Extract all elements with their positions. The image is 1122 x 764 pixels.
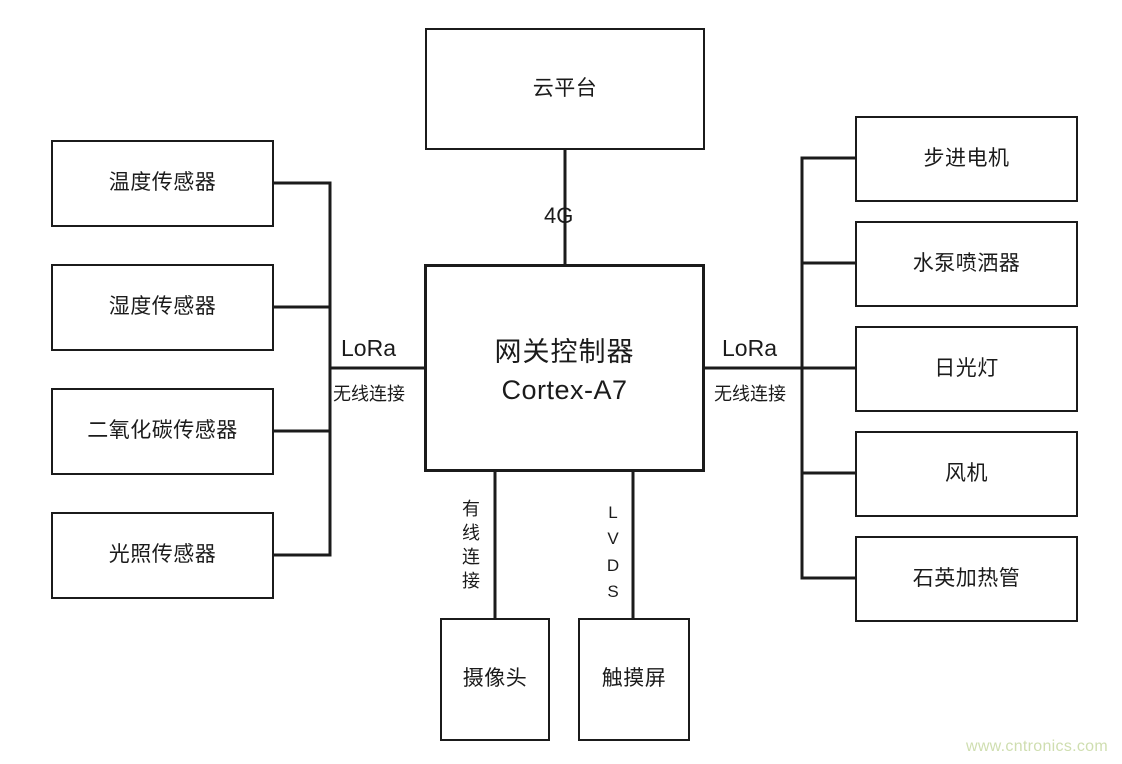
- link-label-sensor-wireless: 无线连接: [333, 384, 405, 404]
- link-label-camera-char-1: 有: [462, 499, 480, 519]
- node-touchscreen[interactable]: 触摸屏: [578, 618, 690, 741]
- link-label-sensor-lora: LoRa: [341, 335, 396, 361]
- site-watermark: www.cntronics.com: [965, 738, 1108, 755]
- node-quartz-heating-tube[interactable]: 石英加热管: [855, 536, 1078, 622]
- node-touchscreen-label: 触摸屏: [601, 667, 667, 691]
- link-label-camera-char-4: 接: [462, 570, 480, 591]
- node-light-sensor-label: 光照传感器: [108, 543, 217, 567]
- link-label-camera-char-3: 连: [462, 546, 480, 567]
- link-label-actuator-wireless: 无线连接: [714, 384, 786, 404]
- node-humidity-sensor[interactable]: 湿度传感器: [51, 264, 274, 351]
- node-camera[interactable]: 摄像头: [440, 618, 550, 741]
- node-gateway-controller[interactable]: 网关控制器 Cortex-A7: [424, 264, 705, 472]
- node-daylight-lamp-label: 日光灯: [934, 356, 999, 380]
- link-label-camera-char-2: 线: [462, 522, 480, 543]
- node-fan[interactable]: 风机: [855, 431, 1078, 517]
- node-camera-label: 摄像头: [462, 667, 528, 691]
- node-stepper-motor-label: 步进电机: [923, 146, 1010, 170]
- node-daylight-lamp[interactable]: 日光灯: [855, 326, 1078, 412]
- node-temperature-sensor-label: 温度传感器: [108, 171, 217, 195]
- node-light-sensor[interactable]: 光照传感器: [51, 512, 274, 599]
- link-label-screen-char-1: L: [608, 503, 618, 522]
- link-label-screen-lvds: L V D S: [600, 500, 626, 605]
- node-co2-sensor-label: 二氧化碳传感器: [87, 419, 238, 443]
- link-label-camera-wired: 有 线 连 接: [458, 498, 484, 594]
- node-cloud-platform[interactable]: 云平台: [425, 28, 705, 150]
- node-water-pump-sprinkler-label: 水泵喷洒器: [912, 251, 1021, 275]
- node-gateway-controller-title: 网关控制器: [494, 337, 635, 367]
- link-label-screen-char-2: V: [607, 529, 619, 549]
- link-label-screen-char-3: D: [606, 555, 620, 575]
- node-stepper-motor[interactable]: 步进电机: [855, 116, 1078, 202]
- node-water-pump-sprinkler[interactable]: 水泵喷洒器: [855, 221, 1078, 307]
- link-label-4g: 4G: [544, 203, 574, 228]
- node-cloud-platform-label: 云平台: [532, 76, 598, 100]
- node-quartz-heating-tube-label: 石英加热管: [912, 566, 1021, 590]
- node-temperature-sensor[interactable]: 温度传感器: [51, 140, 274, 227]
- node-co2-sensor[interactable]: 二氧化碳传感器: [51, 388, 274, 475]
- node-fan-label: 风机: [945, 461, 988, 485]
- link-label-screen-char-4: S: [607, 582, 619, 602]
- node-humidity-sensor-label: 湿度传感器: [108, 295, 217, 319]
- link-label-actuator-lora: LoRa: [722, 335, 777, 361]
- node-gateway-controller-soc: Cortex-A7: [501, 375, 628, 405]
